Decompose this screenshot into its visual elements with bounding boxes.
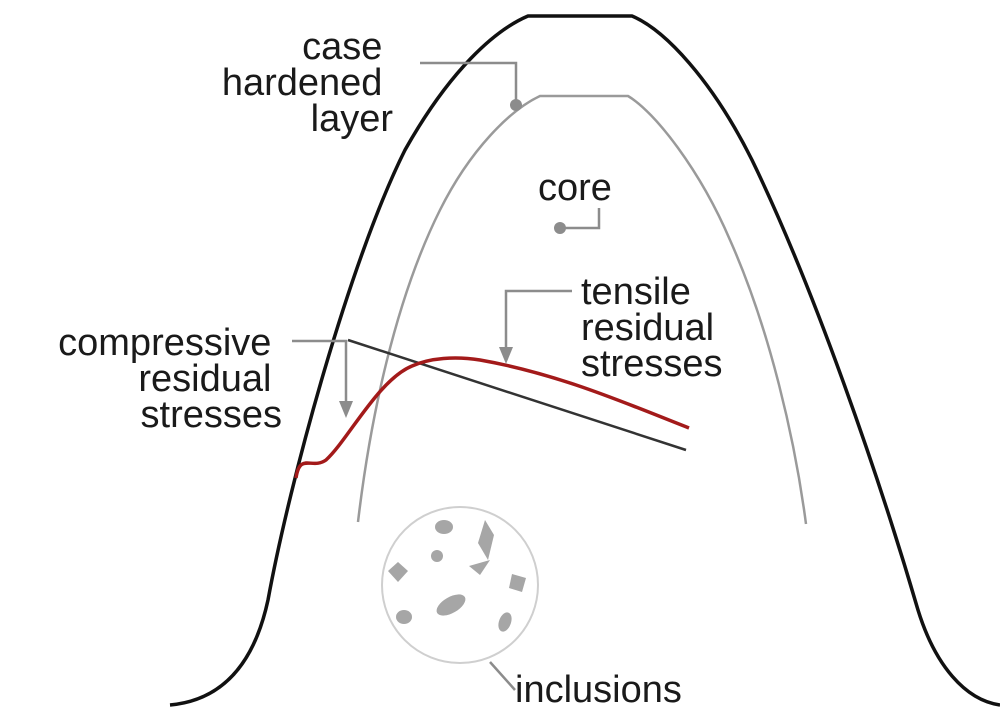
case-label-line: case [302, 26, 382, 68]
inclusion-particles [388, 520, 526, 632]
residual-stress-curve [294, 356, 690, 479]
inclusion-particle [435, 520, 453, 534]
inclusion-particle [469, 560, 490, 575]
compressive-residual-stresses-label: compressive residual stresses [58, 322, 282, 436]
tensile-label-line: residual [581, 307, 714, 349]
inclusions-label: inclusions [515, 669, 682, 711]
case-label-line: hardened [222, 62, 383, 104]
case-layer-leader [420, 61, 518, 100]
inclusion-particle [388, 562, 408, 582]
tensile-label-line: stresses [581, 343, 722, 385]
core-dot [554, 222, 566, 234]
core-leader [562, 208, 601, 230]
inclusion-particle [436, 594, 466, 616]
inclusion-particle [478, 520, 494, 560]
compressive-label-line: compressive [58, 322, 271, 364]
tensile-label-line: tensile [581, 271, 691, 313]
inclusion-particle [431, 550, 443, 562]
inclusions-leader [489, 661, 516, 691]
compressive-arrowhead [339, 401, 353, 418]
case-core-boundary [356, 94, 808, 525]
tooth-outline [169, 14, 1000, 707]
case-label-line: layer [311, 98, 394, 140]
case-layer-dot [510, 99, 522, 111]
tensile-leader [504, 289, 572, 350]
compressive-leader [292, 339, 348, 404]
inclusion-particle [498, 612, 512, 632]
core-label: core [538, 167, 612, 209]
tensile-residual-stresses-label: tensile residual stresses [581, 271, 725, 385]
inclusion-particle [509, 574, 526, 592]
case-hardened-layer-label: case hardened layer [222, 26, 393, 140]
inclusion-particle [396, 610, 412, 624]
reference-line [347, 338, 687, 452]
compressive-label-line: residual [138, 358, 271, 400]
compressive-label-line: stresses [141, 394, 282, 436]
tensile-arrowhead [499, 347, 513, 364]
